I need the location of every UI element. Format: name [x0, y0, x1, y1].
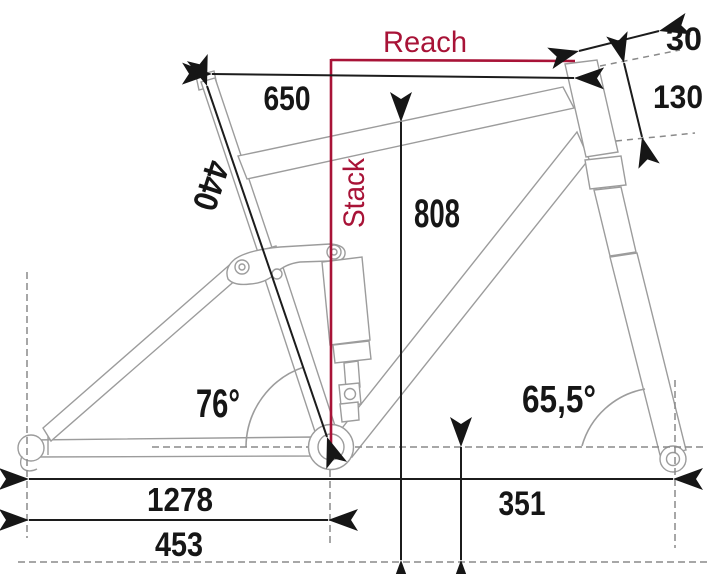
- dim-453-label: 453: [155, 526, 203, 564]
- front-axle: [665, 451, 681, 467]
- headtube-bottom-extension: [615, 132, 696, 142]
- shock-collar: [332, 340, 372, 364]
- fork-stanchion: [593, 186, 637, 257]
- shock-body: [321, 256, 371, 346]
- dim-440-label: 440: [185, 156, 237, 215]
- dimension-lines: [0, 13, 703, 574]
- head-angle-arc: [581, 388, 646, 447]
- dim-30-line: [547, 13, 691, 69]
- fork-crown: [584, 155, 627, 190]
- seat-angle-label: 76°: [196, 382, 240, 426]
- stack-label: Stack: [338, 157, 371, 228]
- reach-line: [330, 58, 576, 63]
- rear-dropout: [17, 434, 45, 462]
- dim-650-line: [181, 62, 605, 90]
- chain-stay: [29, 436, 314, 458]
- dim-130-label: 130: [653, 79, 703, 115]
- dim-351-label: 351: [499, 485, 546, 523]
- seat-angle-arc: [245, 366, 305, 448]
- shock-mount-tab: [339, 401, 360, 423]
- dim-650-label: 650: [264, 80, 311, 118]
- dim-30-label: 30: [666, 21, 702, 57]
- dim-1278-label: 1278: [147, 481, 213, 518]
- dim-440-line: [186, 54, 348, 469]
- head-angle-label: 65,5°: [522, 379, 596, 421]
- shock-lower-eyelet: [343, 387, 357, 401]
- dim-130-line: [606, 31, 660, 169]
- reach-label: Reach: [383, 26, 467, 59]
- rocker-pivot-left-inner: [238, 263, 246, 271]
- dim-808-label: 808: [414, 192, 460, 236]
